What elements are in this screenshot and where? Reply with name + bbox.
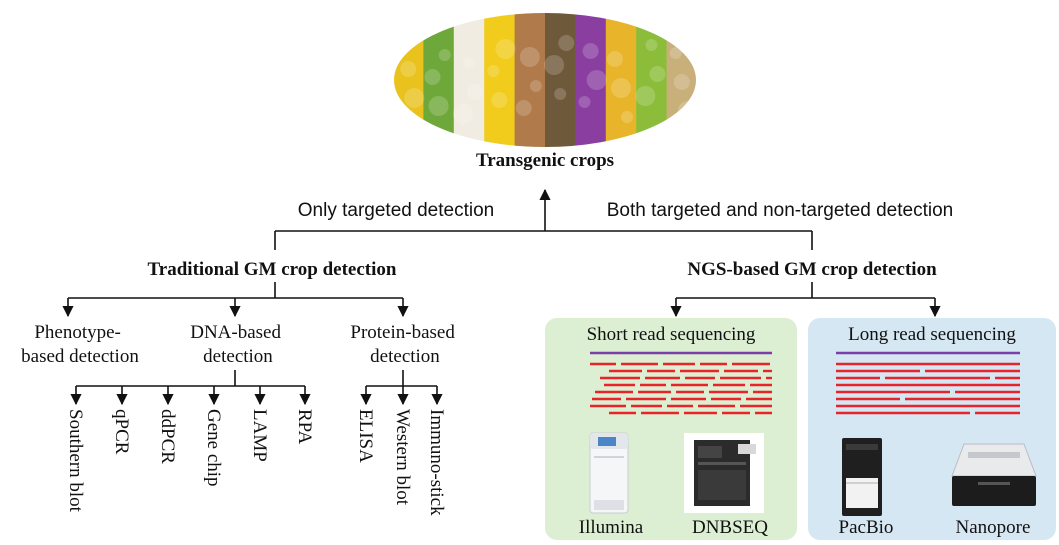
long-reads bbox=[836, 362, 1020, 415]
crop-stripe bbox=[575, 12, 607, 148]
crop-texture-dot bbox=[649, 66, 666, 82]
crop-texture-dot bbox=[669, 47, 682, 59]
category-protein-line1: Protein-based bbox=[350, 322, 455, 343]
traditional-connector bbox=[62, 282, 409, 318]
ngs-connector bbox=[670, 282, 941, 318]
crop-texture-dot bbox=[396, 34, 409, 46]
crop-texture-dot bbox=[554, 88, 567, 100]
crop-texture-dot bbox=[606, 51, 623, 67]
long-read-title: Long read sequencing bbox=[848, 324, 1016, 345]
crop-collage-image bbox=[392, 11, 698, 149]
crop-texture-dot bbox=[515, 100, 532, 116]
main-connector bbox=[274, 188, 813, 250]
method-gene-chip: Gene chip bbox=[203, 409, 224, 487]
crop-stripe bbox=[393, 12, 424, 148]
category-phenotype: Phenotype- based detection bbox=[21, 322, 139, 367]
crop-texture-dot bbox=[582, 43, 599, 59]
crop-texture-dot bbox=[467, 84, 484, 100]
category-protein-line2: detection bbox=[370, 346, 440, 367]
traditional-title: Traditional GM crop detection bbox=[148, 259, 397, 280]
crop-texture-dot bbox=[424, 69, 441, 85]
method-immuno-stick: Immuno-stick bbox=[426, 409, 447, 516]
method-elisa: ELISA bbox=[355, 409, 376, 463]
method-southern-blot: Southern blot bbox=[65, 409, 86, 513]
dnbseq-sequencer-icon bbox=[684, 433, 764, 513]
crop-texture-dot bbox=[438, 49, 451, 61]
method-ddpcr: ddPCR bbox=[157, 409, 178, 464]
category-phenotype-line1: Phenotype- bbox=[34, 322, 121, 343]
crop-texture-dot bbox=[578, 96, 591, 108]
crop-texture-dot bbox=[621, 111, 634, 123]
crop-texture-dot bbox=[400, 61, 417, 77]
category-dna-line1: DNA-based bbox=[190, 322, 281, 343]
ngs-title: NGS-based GM crop detection bbox=[687, 259, 937, 280]
short-reads bbox=[590, 362, 772, 415]
short-read-panel: Short read sequencing Illumina DNBSEQ bbox=[545, 318, 797, 540]
illumina-sequencer-icon bbox=[589, 432, 629, 514]
crop-texture-dot bbox=[463, 57, 475, 69]
crop-texture-dot bbox=[428, 96, 449, 116]
crop-texture-dot bbox=[645, 39, 658, 51]
platform-pacbio: PacBio bbox=[839, 517, 894, 538]
crop-texture-dot bbox=[544, 55, 565, 75]
category-phenotype-line2: based detection bbox=[21, 346, 139, 367]
crop-texture-dot bbox=[404, 88, 425, 108]
crop-stripe bbox=[545, 12, 576, 148]
crop-texture-dot bbox=[452, 104, 473, 124]
pacbio-sequencer-icon bbox=[842, 438, 882, 516]
long-read-panel: Long read sequencing PacBio Nanopore bbox=[808, 318, 1056, 540]
method-qpcr: qPCR bbox=[111, 409, 132, 455]
crop-texture-dot bbox=[611, 78, 631, 98]
crop-texture-dot bbox=[519, 47, 540, 67]
category-dna: DNA-based detection bbox=[190, 322, 286, 367]
crop-texture-dot bbox=[491, 92, 508, 108]
nanopore-sequencer-icon bbox=[951, 443, 1037, 506]
method-rpa: RPA bbox=[294, 409, 315, 444]
crop-stripe bbox=[514, 12, 546, 148]
crop-stripe bbox=[453, 12, 485, 148]
crop-texture-dot bbox=[487, 65, 500, 77]
crop-texture-dot bbox=[529, 80, 542, 92]
crop-stripe bbox=[484, 12, 516, 148]
branch-right-label: Both targeted and non-targeted detection bbox=[607, 200, 953, 221]
crop-texture-dot bbox=[673, 74, 690, 90]
category-dna-line2: detection bbox=[203, 346, 273, 367]
crop-texture-dot bbox=[558, 35, 575, 51]
platform-nanopore: Nanopore bbox=[956, 517, 1031, 538]
crop-texture-dot bbox=[586, 70, 607, 90]
platform-dnbseq: DNBSEQ bbox=[692, 517, 768, 538]
crop-stripe bbox=[605, 12, 637, 148]
platform-illumina: Illumina bbox=[579, 517, 644, 538]
branch-left-label: Only targeted detection bbox=[298, 200, 494, 221]
protein-methods-connector bbox=[360, 370, 443, 406]
dna-methods-connector bbox=[70, 370, 311, 406]
short-read-title: Short read sequencing bbox=[587, 324, 756, 345]
method-lamp: LAMP bbox=[249, 409, 270, 462]
method-western-blot: Western blot bbox=[392, 409, 413, 506]
crop-texture-dot bbox=[635, 86, 656, 106]
category-protein: Protein-based detection bbox=[350, 322, 459, 367]
top-label: Transgenic crops bbox=[476, 150, 614, 171]
crop-texture-dot bbox=[495, 39, 516, 59]
